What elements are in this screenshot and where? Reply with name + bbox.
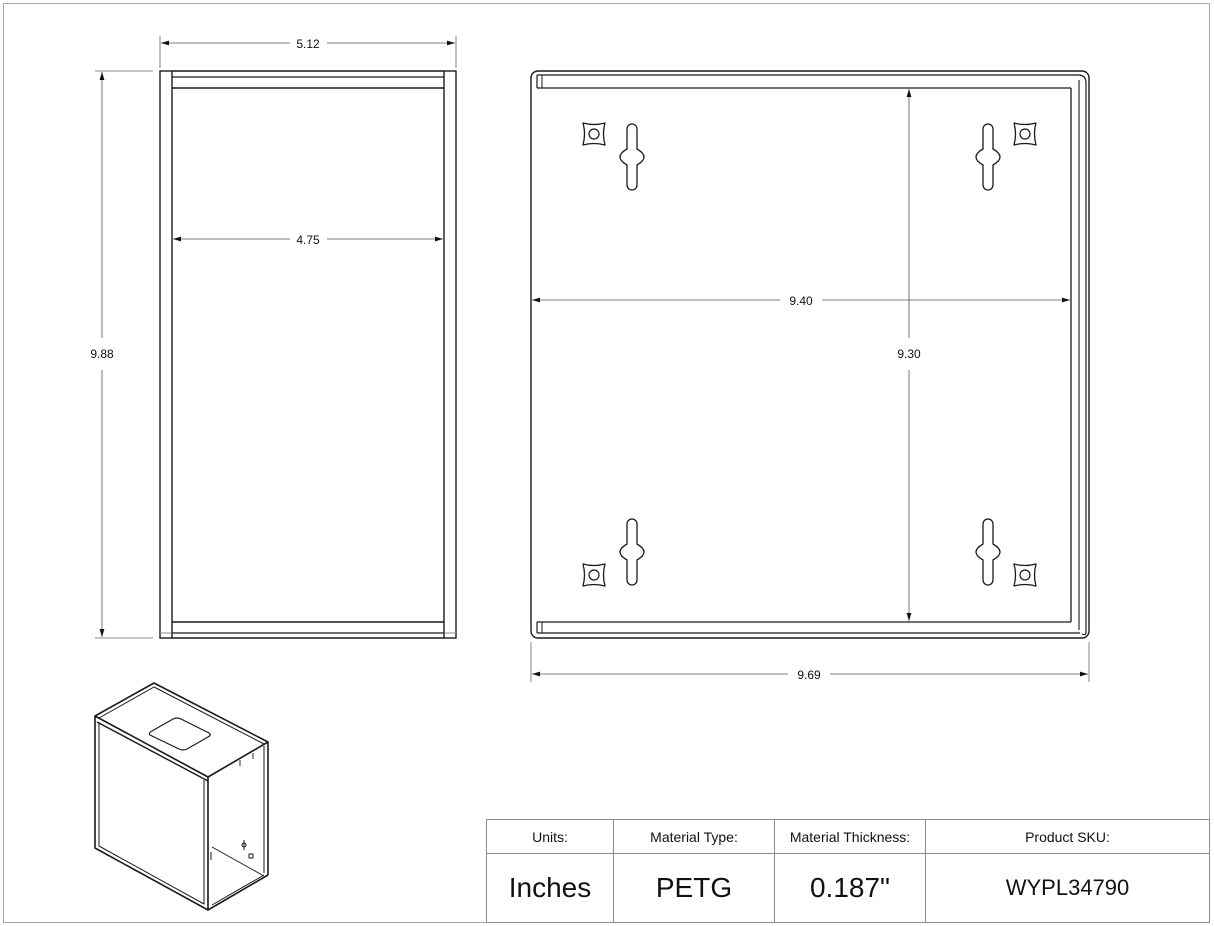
- title-block: Units: Material Type: Material Thickness…: [486, 819, 1210, 923]
- material-type-label: Material Type:: [613, 819, 775, 854]
- screw-boss-icon: [1013, 122, 1037, 146]
- keyhole-slot-icon: [619, 518, 645, 586]
- dim-side-overall-height: 9.88: [90, 347, 114, 361]
- dim-side-inner-width: 4.75: [296, 233, 320, 247]
- keyhole-slot-icon: [619, 123, 645, 191]
- material-thickness-value: 0.187": [774, 853, 926, 923]
- dim-side-overall-width: 5.12: [296, 37, 320, 51]
- material-thickness-label: Material Thickness:: [774, 819, 926, 854]
- keyhole-slot-icon: [975, 518, 1001, 586]
- isometric-view: [94, 682, 269, 911]
- units-label: Units:: [486, 819, 614, 854]
- keyhole-slot-icon: [975, 123, 1001, 191]
- drawing-sheet-frame: [3, 3, 1210, 923]
- dim-back-inner-width: 9.40: [789, 294, 813, 308]
- dim-back-inner-height: 9.30: [897, 347, 921, 361]
- material-type-value: PETG: [613, 853, 775, 923]
- screw-boss-icon: [1013, 563, 1037, 587]
- back-view: 9.40 9.30 9.69: [530, 70, 1090, 682]
- dim-back-overall-width: 9.69: [797, 668, 821, 682]
- product-sku-label: Product SKU:: [925, 819, 1210, 854]
- side-view: 5.12 4.75 9.88: [90, 36, 457, 639]
- screw-boss-icon: [582, 563, 606, 587]
- product-sku-value: WYPL34790: [925, 853, 1210, 923]
- units-value: Inches: [486, 853, 614, 923]
- screw-boss-icon: [582, 122, 606, 146]
